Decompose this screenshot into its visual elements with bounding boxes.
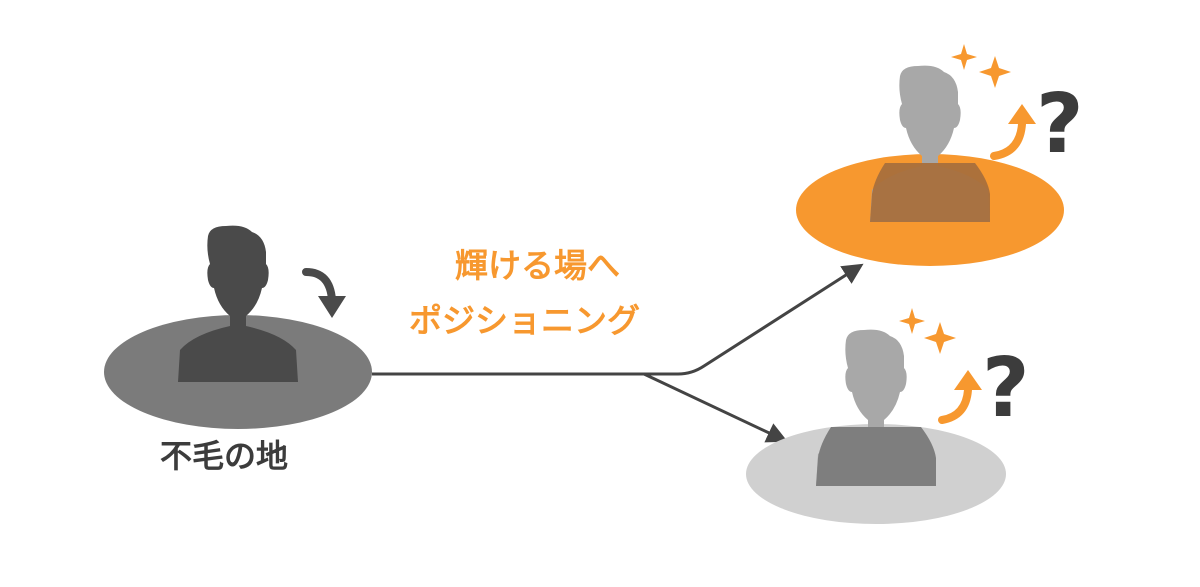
sparkle-icon: [951, 44, 1011, 88]
up-curved-arrow-icon: [990, 104, 1036, 160]
up-curved-arrow-icon: [938, 370, 982, 424]
caption-line-1: 輝ける場へ: [455, 246, 620, 285]
question-mark-bottom: ?: [982, 341, 1030, 436]
question-mark-top: ?: [1036, 77, 1084, 172]
person-icon: [178, 225, 298, 382]
branch-line-bottom: [643, 372, 788, 443]
origin-label: 不毛の地: [160, 437, 289, 475]
down-curved-arrow-icon: [302, 268, 346, 318]
person-icon: [870, 65, 990, 222]
person-icon: [816, 329, 936, 486]
sparkle-icon: [899, 308, 956, 354]
caption-line-2: ポジショニング: [409, 301, 640, 340]
branch-line-top: [372, 263, 864, 376]
